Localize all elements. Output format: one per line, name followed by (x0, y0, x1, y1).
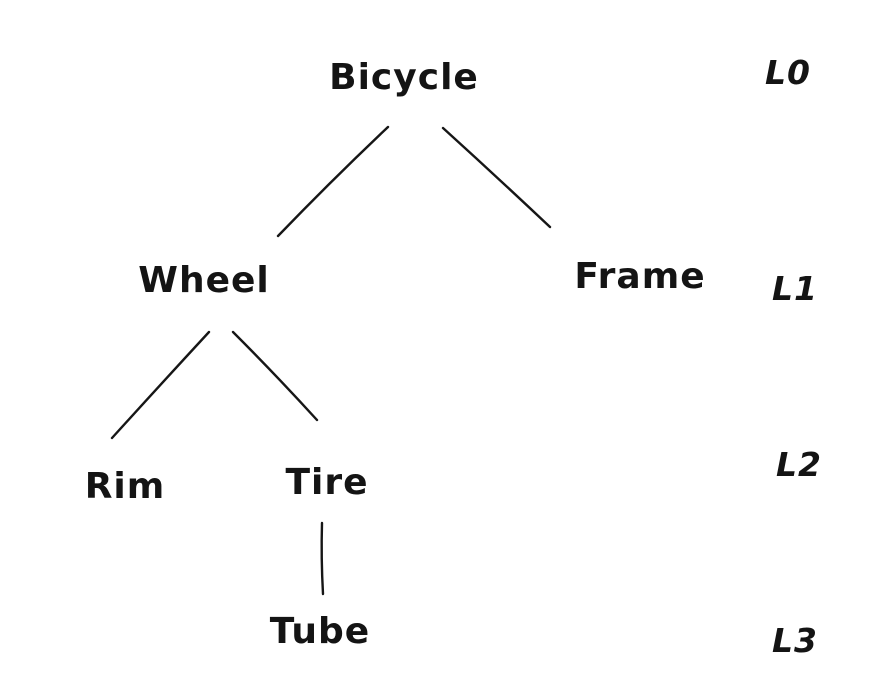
edge-wheel-rim (110, 330, 211, 440)
node-tube: Tube (269, 611, 371, 652)
edge-tire-tube (320, 521, 325, 596)
node-tire: Tire (285, 462, 369, 503)
edge-wheel-tire (231, 330, 319, 422)
level-label-l3: L3 (772, 621, 818, 660)
level-label-l2: L2 (776, 445, 822, 484)
edge-bicycle-frame (441, 126, 552, 229)
level-label-l1: L1 (772, 269, 818, 308)
edge-bicycle-wheel (276, 125, 390, 238)
node-frame: Frame (574, 256, 706, 297)
node-rim: Rim (84, 466, 166, 507)
node-wheel: Wheel (138, 260, 270, 301)
level-label-l0: L0 (765, 53, 811, 92)
node-bicycle: Bicycle (329, 57, 479, 98)
